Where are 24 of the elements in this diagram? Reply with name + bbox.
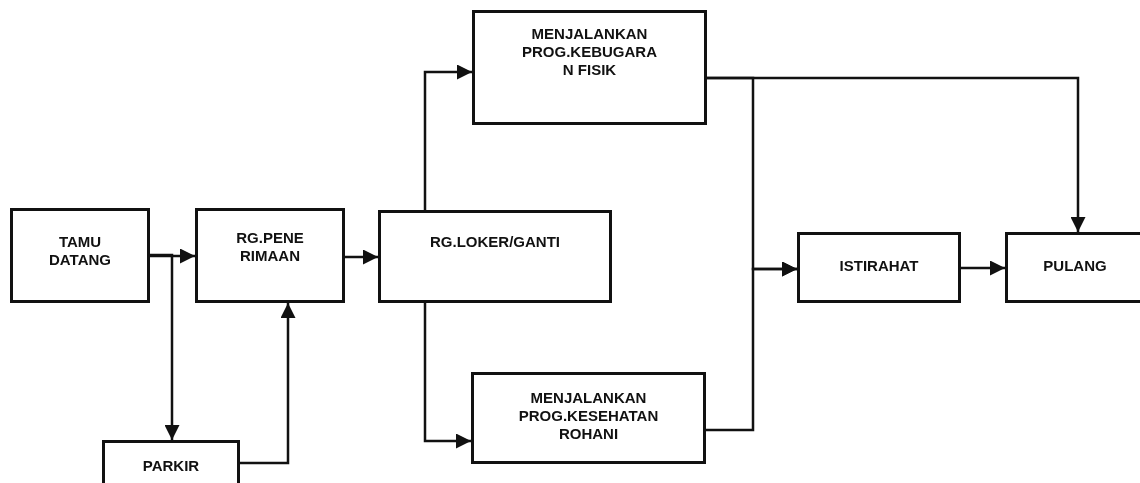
process-box <box>10 208 150 303</box>
arrow <box>706 261 797 432</box>
box-label: PARKIR <box>142 457 200 475</box>
process-box <box>797 232 961 303</box>
arrow <box>150 248 195 264</box>
process-box <box>472 10 707 125</box>
arrow <box>240 303 296 465</box>
process-box <box>1005 232 1140 303</box>
box-label: TAMU DATANG <box>48 233 112 269</box>
arrow <box>423 64 472 210</box>
process-box <box>471 372 706 464</box>
box-label: RG.LOKER/GANTI <box>430 233 560 251</box>
process-box <box>195 208 345 303</box>
arrow <box>961 260 1005 276</box>
box-label: PULANG <box>1043 257 1107 275</box>
box-label: ISTIRAHAT <box>839 257 919 275</box>
arrow <box>150 253 180 440</box>
process-box <box>378 210 612 303</box>
process-box <box>102 440 240 483</box>
box-label: MENJALANKAN PROG.KEBUGARA N FISIK <box>521 25 658 79</box>
arrow <box>423 303 471 449</box>
box-label: RG.PENE RIMAAN <box>235 229 305 265</box>
arrow <box>345 249 378 265</box>
box-label: MENJALANKAN PROG.KESEHATAN ROHANI <box>517 389 660 443</box>
